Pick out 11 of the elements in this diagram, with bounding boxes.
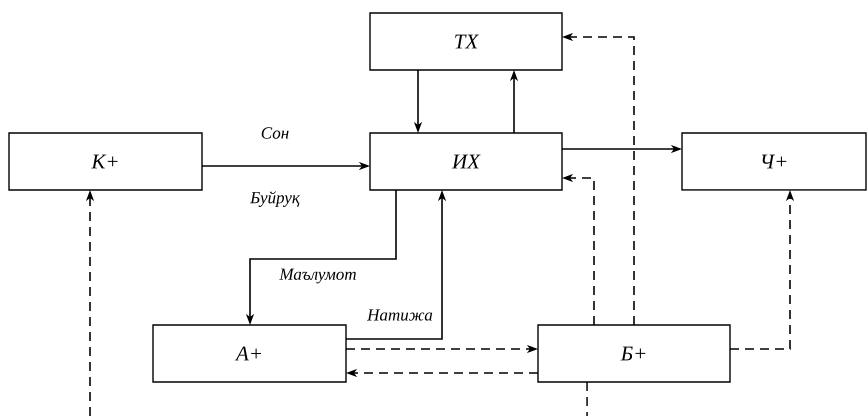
connector-line: [586, 382, 588, 416]
process-box: ИХ: [369, 132, 563, 191]
process-box: А+: [152, 324, 347, 383]
edge-label: Натижа: [367, 309, 432, 321]
edge-label: Маълумот: [279, 268, 356, 284]
process-box: Б+: [537, 324, 731, 383]
edge-label: Сон: [262, 127, 289, 139]
process-box: К+: [8, 132, 203, 191]
process-box: ТХ: [369, 12, 563, 71]
line-label: Буйруқ: [250, 191, 300, 207]
process-box: Ч+: [681, 132, 867, 191]
